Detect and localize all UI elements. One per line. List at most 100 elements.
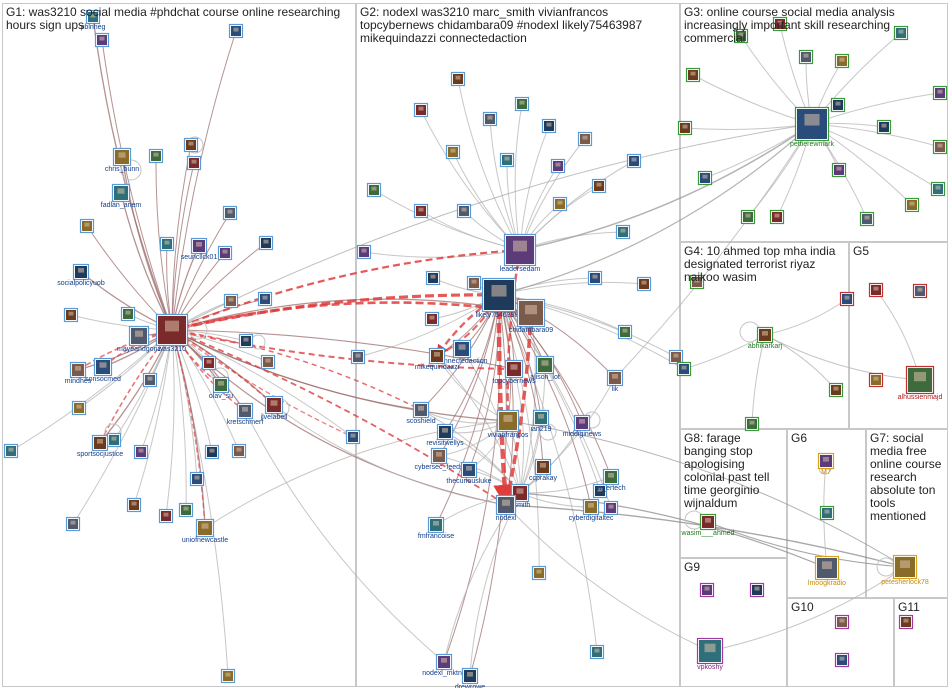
minor-node-68[interactable] xyxy=(876,119,892,135)
minor-node-67[interactable] xyxy=(932,85,948,101)
minor-node-27[interactable] xyxy=(94,32,110,48)
minor-node-12[interactable] xyxy=(120,306,136,322)
node-seuncllck01[interactable] xyxy=(190,237,208,255)
minor-node-45[interactable] xyxy=(552,196,568,212)
node-sportsocjustice[interactable] xyxy=(91,434,109,452)
node-lmoogkradio[interactable] xyxy=(814,555,840,581)
minor-node-65[interactable] xyxy=(834,53,850,69)
minor-node-1[interactable] xyxy=(183,137,199,153)
minor-node-78[interactable] xyxy=(830,97,846,113)
minor-node-58[interactable] xyxy=(592,483,608,499)
minor-node-63[interactable] xyxy=(772,16,788,32)
node-petesherlock78[interactable] xyxy=(892,554,918,580)
minor-node-34[interactable] xyxy=(482,111,498,127)
minor-node-55[interactable] xyxy=(531,565,547,581)
minor-node-80[interactable] xyxy=(839,291,855,307)
node-scoshield[interactable] xyxy=(412,401,430,419)
node-lik[interactable] xyxy=(606,369,624,387)
minor-node-82[interactable] xyxy=(744,416,760,432)
minor-node-66[interactable] xyxy=(893,25,909,41)
minor-node-33[interactable] xyxy=(413,102,429,118)
minor-node-89[interactable] xyxy=(834,614,850,630)
minor-node-7[interactable] xyxy=(217,245,233,261)
minor-node-36[interactable] xyxy=(499,152,515,168)
node-revisitwellys[interactable] xyxy=(436,423,454,441)
minor-node-41[interactable] xyxy=(591,178,607,194)
minor-node-0[interactable] xyxy=(228,23,244,39)
minor-node-87[interactable] xyxy=(699,582,715,598)
minor-node-52[interactable] xyxy=(617,324,633,340)
node-middiginews[interactable] xyxy=(573,414,591,432)
node-wasim-ahmed[interactable] xyxy=(699,513,717,531)
minor-node-26[interactable] xyxy=(3,443,19,459)
minor-node-11[interactable] xyxy=(63,307,79,323)
minor-node-18[interactable] xyxy=(204,444,220,460)
minor-node-59[interactable] xyxy=(668,349,684,365)
minor-node-79[interactable] xyxy=(689,274,705,290)
node-connectedaction[interactable] xyxy=(452,339,472,359)
minor-node-74[interactable] xyxy=(859,211,875,227)
minor-node-73[interactable] xyxy=(769,209,785,225)
minor-node-46[interactable] xyxy=(615,224,631,240)
minor-node-54[interactable] xyxy=(350,349,366,365)
node-was3210[interactable] xyxy=(155,313,189,347)
minor-node-23[interactable] xyxy=(158,508,174,524)
minor-node-10[interactable] xyxy=(257,291,273,307)
node-pettierewmark[interactable] xyxy=(794,106,830,142)
node-fmfrancoise[interactable] xyxy=(427,516,445,534)
minor-node-19[interactable] xyxy=(231,443,247,459)
minor-node-72[interactable] xyxy=(740,209,756,225)
minor-node-28[interactable] xyxy=(238,333,254,349)
node-pblnheg[interactable] xyxy=(85,9,101,25)
minor-node-91[interactable] xyxy=(898,614,914,630)
minor-node-85[interactable] xyxy=(868,372,884,388)
minor-node-32[interactable] xyxy=(514,96,530,112)
node-uniofnewcastle[interactable] xyxy=(195,518,215,538)
node-sonsocmed[interactable] xyxy=(93,357,113,377)
minor-node-88[interactable] xyxy=(749,582,765,598)
minor-node-25[interactable] xyxy=(220,668,236,684)
minor-node-62[interactable] xyxy=(733,28,749,44)
minor-node-4[interactable] xyxy=(222,205,238,221)
minor-node-84[interactable] xyxy=(912,283,928,299)
minor-node-43[interactable] xyxy=(413,203,429,219)
node-alhussienmajd[interactable] xyxy=(905,365,935,395)
minor-node-44[interactable] xyxy=(456,203,472,219)
minor-node-51[interactable] xyxy=(636,276,652,292)
node-chris-bunn[interactable] xyxy=(112,147,132,167)
node-alison-lot[interactable] xyxy=(535,355,555,375)
minor-node-20[interactable] xyxy=(189,471,205,487)
minor-node-64[interactable] xyxy=(798,49,814,65)
minor-node-8[interactable] xyxy=(258,235,274,251)
node-likely75463987[interactable] xyxy=(481,277,517,313)
minor-node-48[interactable] xyxy=(425,270,441,286)
minor-node-60[interactable] xyxy=(676,361,692,377)
minor-node-38[interactable] xyxy=(541,118,557,134)
node-jlvelabell[interactable] xyxy=(264,395,284,415)
minor-node-14[interactable] xyxy=(142,372,158,388)
minor-node-83[interactable] xyxy=(868,282,884,298)
node-mikequindazzi[interactable] xyxy=(428,347,446,365)
minor-node-69[interactable] xyxy=(932,139,948,155)
minor-node-17[interactable] xyxy=(133,444,149,460)
minor-node-31[interactable] xyxy=(450,71,466,87)
minor-node-13[interactable] xyxy=(201,355,217,371)
minor-node-81[interactable] xyxy=(828,382,844,398)
minor-node-6[interactable] xyxy=(159,236,175,252)
node-ian219[interactable] xyxy=(532,409,550,427)
minor-node-90[interactable] xyxy=(834,652,850,668)
node-kretschmerf[interactable] xyxy=(236,402,254,420)
node-vivianfrancos[interactable] xyxy=(496,409,520,433)
node-nodexl[interactable] xyxy=(495,494,517,516)
minor-node-77[interactable] xyxy=(831,162,847,178)
node-socialpolicyuob[interactable] xyxy=(72,263,90,281)
minor-node-76[interactable] xyxy=(930,181,946,197)
node-abhikarkarj[interactable] xyxy=(756,326,774,344)
minor-node-61[interactable] xyxy=(685,67,701,83)
minor-node-57[interactable] xyxy=(603,500,619,516)
minor-node-42[interactable] xyxy=(366,182,382,198)
node-mayeandgonz[interactable] xyxy=(128,325,150,347)
minor-node-29[interactable] xyxy=(260,354,276,370)
minor-node-9[interactable] xyxy=(223,293,239,309)
minor-node-47[interactable] xyxy=(356,244,372,260)
